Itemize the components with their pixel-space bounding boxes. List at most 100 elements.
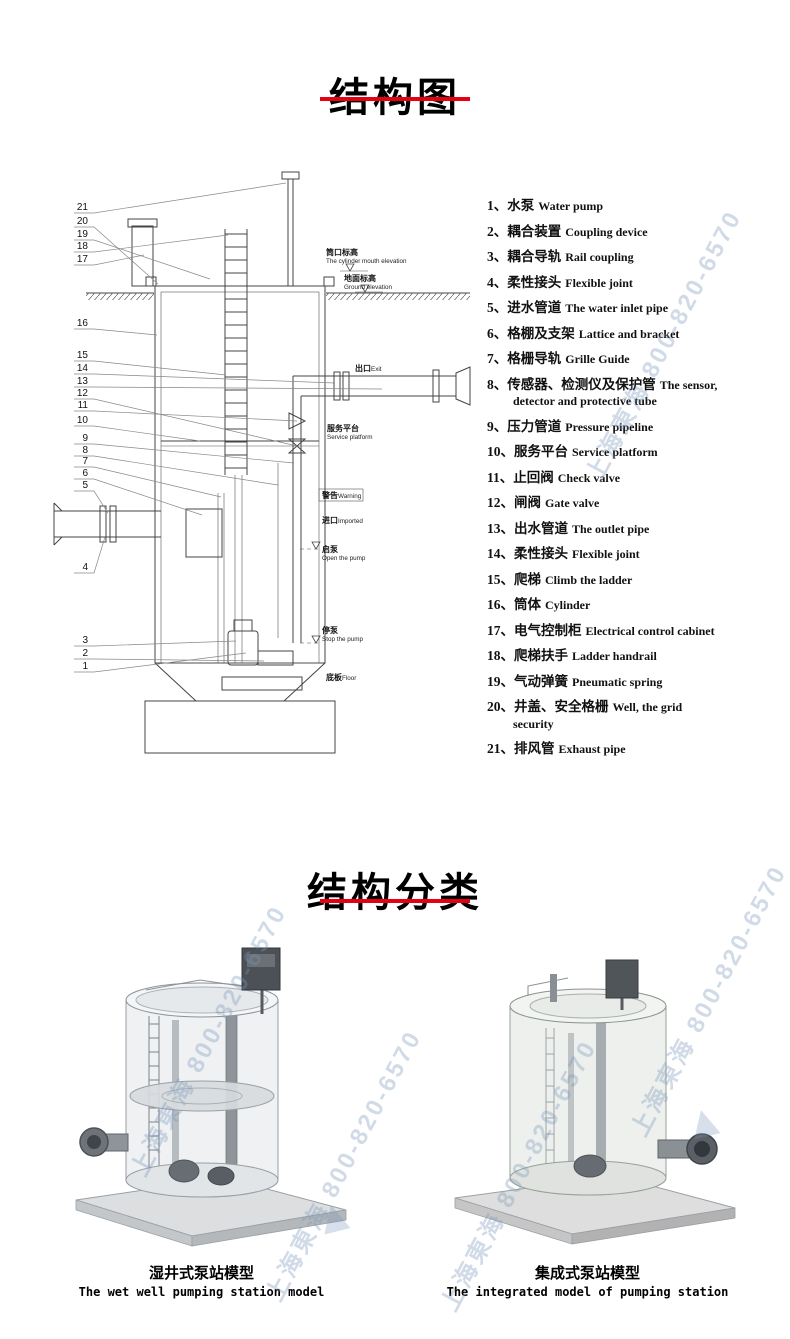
legend-item-zh: 耦合导轨 <box>507 249 562 264</box>
callout-leader-line <box>74 466 222 498</box>
legend-item-en: Exhaust pipe <box>558 742 626 756</box>
legend-item-number: 12、 <box>487 495 514 510</box>
callout-leader-line <box>74 226 159 285</box>
ann-mouth-en: The cylinder mouth elevation <box>326 258 407 265</box>
legend-item-en: Flexible joint <box>572 547 640 561</box>
control-cabinet <box>605 959 639 999</box>
legend-item-en: Check valve <box>557 470 621 485</box>
callout-leader-line <box>74 182 287 214</box>
model-ladder <box>545 1028 555 1166</box>
legend-item-en: Electrical control cabinet <box>585 623 715 638</box>
pressure-pipe <box>287 376 307 643</box>
grille-guide-rails <box>217 493 225 663</box>
legend-item-number: 15、 <box>487 571 514 587</box>
legend-item-number: 8、 <box>487 376 508 392</box>
legend-item: 14、柔性接头 Flexible joint <box>487 546 725 563</box>
legend-item-en: Service platform <box>572 445 658 459</box>
legend-item-zh: 柔性接头 <box>514 546 568 561</box>
callout-leader-line <box>74 536 106 574</box>
legend-item-zh: 水泵 <box>507 198 535 213</box>
legend-item-zh: 爬梯扶手 <box>514 648 568 663</box>
callout-leader-line <box>74 360 227 376</box>
legend-item-number: 14、 <box>487 546 514 561</box>
legend-item-zh: 气动弹簧 <box>514 673 568 689</box>
legend-item-number: 2、 <box>487 223 508 239</box>
legend-item-en: The water inlet pipe <box>565 301 669 315</box>
callout-number: 17 <box>77 254 89 265</box>
structure-diagram-svg: 筒口标高 The cylinder mouth elevation 地面标高 G… <box>53 171 471 754</box>
callout-leader-line <box>74 398 298 447</box>
integrated-model: 集成式泵站模型 The integrated model of pumping … <box>400 928 775 1299</box>
legend-item-en: Ladder handrail <box>572 649 657 663</box>
ann-inlet: 进口Imported <box>322 515 363 525</box>
legend-item-number: 18、 <box>487 648 514 663</box>
ann-platform-zh: 服务平台 <box>327 423 359 433</box>
legend-item-zh: 排风管 <box>514 741 555 756</box>
legend-item-en: Pressure pipeline <box>565 419 654 434</box>
legend-item-zh: 筒体 <box>514 597 541 612</box>
elevation-marks <box>340 263 383 293</box>
callout-number: 7 <box>82 456 88 467</box>
legend-item-en: Gate valve <box>545 496 600 510</box>
callout-number: 2 <box>82 648 88 659</box>
caption-zh: 湿井式泵站模型 <box>148 1265 254 1282</box>
callout-number: 20 <box>77 216 89 227</box>
section-title-structure: 结构图 <box>329 75 461 120</box>
ann-platform-en: Service platform <box>327 434 373 441</box>
legend-item-number: 19、 <box>487 673 514 689</box>
service-platform <box>161 440 319 447</box>
warning-sign-box <box>318 488 364 502</box>
legend-item-en: Flexible joint <box>565 275 633 290</box>
legend-item-zh: 出水管道 <box>514 520 568 536</box>
legend-item-number: 4、 <box>487 274 508 290</box>
caption-en: The wet well pumping station model <box>78 1285 325 1299</box>
legend-item-zh: 进水管道 <box>507 300 562 315</box>
ann-stop-en: Stop the pump <box>322 636 363 643</box>
title-underline <box>320 97 470 101</box>
wet-well-caption: 湿井式泵站模型 The wet well pumping station mod… <box>14 1262 389 1299</box>
legend-item-number: 3、 <box>487 249 508 264</box>
legend-item-zh: 耦合装置 <box>507 223 562 239</box>
legend-item-zh: 服务平台 <box>514 444 568 459</box>
ann-ground-en: Ground elevation <box>344 284 392 291</box>
callout-number: 14 <box>77 363 89 374</box>
legend-item-number: 10、 <box>487 444 514 459</box>
legend-item-zh: 止回阀 <box>513 469 554 485</box>
ann-mouth-zh: 筒口标高 <box>326 247 358 257</box>
callout-leader-line <box>74 658 265 662</box>
legend-item-number: 11、 <box>487 469 514 485</box>
callout-leader-line <box>74 455 279 486</box>
legend-item-number: 5、 <box>487 300 508 315</box>
integrated-model-image <box>454 959 736 1245</box>
legend-item-en: Cylinder <box>545 598 591 612</box>
callout-number: 21 <box>77 202 89 213</box>
legend-item-zh: 柔性接头 <box>507 274 562 290</box>
caption-en: The integrated model of pumping station <box>446 1285 729 1299</box>
ann-exit: 出口Exit <box>355 363 382 373</box>
integrated-caption: 集成式泵站模型 The integrated model of pumping … <box>400 1262 775 1299</box>
vent-pipe <box>281 171 300 287</box>
callout-leader-line <box>74 478 203 516</box>
callout-leader-line <box>74 443 295 464</box>
legend-item-en: Pneumatic spring <box>572 674 663 689</box>
legend-item-en: Lattice and bracket <box>578 326 680 341</box>
callout-number: 11 <box>78 400 89 411</box>
legend-item-en: Rail coupling <box>565 250 634 264</box>
legend-item-en: Climb the ladder <box>545 572 633 587</box>
legend-item-zh: 压力管道 <box>507 418 562 434</box>
callout-leader-line <box>74 328 158 336</box>
level-marks <box>300 541 321 644</box>
